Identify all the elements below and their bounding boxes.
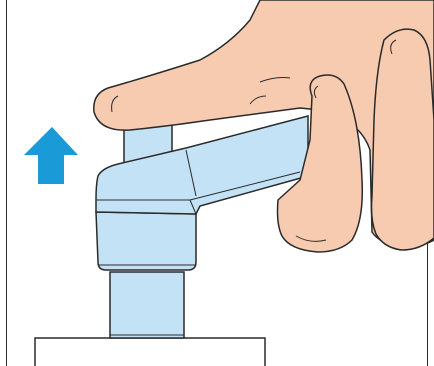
lever	[95, 115, 309, 215]
arrow-up-icon	[24, 127, 78, 184]
frame-left-border	[6, 0, 7, 366]
cap	[95, 211, 197, 271]
stem	[109, 271, 185, 339]
base-block	[34, 337, 266, 366]
hand	[93, 0, 434, 253]
